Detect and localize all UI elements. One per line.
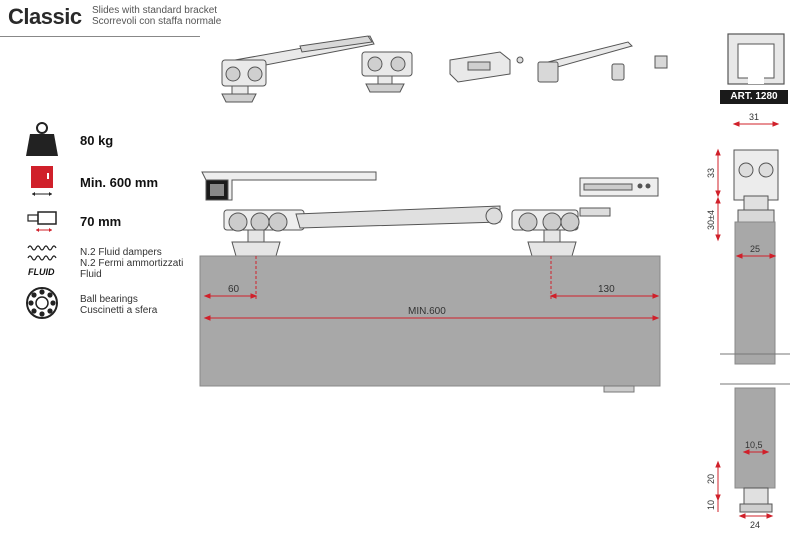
dim-130: 130 bbox=[598, 284, 615, 295]
ball-bearing-icon bbox=[26, 287, 58, 319]
dim-min600: MIN.600 bbox=[408, 306, 446, 317]
trolley-with-damper-component bbox=[221, 35, 375, 103]
bracket-right bbox=[527, 229, 577, 257]
damper-activator-left bbox=[201, 171, 377, 201]
header-divider bbox=[0, 36, 200, 37]
dim-lines-front bbox=[203, 293, 660, 321]
door-width-icon bbox=[31, 166, 53, 196]
spec-dampers-en: N.2 Fluid dampers bbox=[80, 247, 162, 258]
dim-10: 10 bbox=[706, 500, 716, 510]
dim-33: 33 bbox=[706, 168, 716, 178]
spec-bearings-en: Ball bearings bbox=[80, 294, 138, 305]
bracket-left bbox=[231, 229, 281, 257]
spec-thickness: 70 mm bbox=[80, 214, 122, 229]
spec-dampers-fluid: Fluid bbox=[80, 269, 102, 280]
activator-arm-component bbox=[537, 41, 668, 83]
track-profile-section bbox=[727, 33, 785, 85]
fluid-damper-icon bbox=[27, 245, 57, 261]
weight-icon bbox=[26, 122, 58, 156]
floor-guide bbox=[603, 385, 635, 393]
subtitle-en: Slides with standard bracket bbox=[92, 5, 218, 16]
dim-10-5: 10,5 bbox=[745, 440, 763, 450]
spec-bearings-it: Cuscinetti a sfera bbox=[80, 305, 158, 316]
dim-30: 30±4 bbox=[706, 210, 716, 230]
side-elevation bbox=[720, 149, 790, 513]
fluid-logo: FLUID bbox=[28, 267, 55, 277]
spec-min-width: Min. 600 mm bbox=[80, 175, 159, 190]
dim-24: 24 bbox=[750, 520, 760, 530]
article-badge: ART. 1280 bbox=[720, 90, 788, 104]
spec-dampers-it: N.2 Fermi ammortizzati bbox=[80, 258, 184, 269]
rear-trolley-component bbox=[361, 51, 413, 93]
end-stop-component bbox=[449, 51, 524, 83]
spec-weight: 80 kg bbox=[80, 133, 114, 148]
front-track-assembly bbox=[223, 205, 611, 232]
damper-activator-right bbox=[579, 177, 659, 197]
subtitle-it: Scorrevoli con staffa normale bbox=[92, 16, 222, 27]
door-panel bbox=[199, 255, 661, 387]
page-title: Classic bbox=[8, 4, 82, 29]
dim-25: 25 bbox=[750, 244, 760, 254]
dim-lines-side bbox=[715, 121, 780, 519]
dim-60: 60 bbox=[228, 284, 240, 295]
dim-20: 20 bbox=[706, 474, 716, 484]
dim-31: 31 bbox=[749, 112, 759, 122]
thickness-icon bbox=[27, 211, 57, 232]
